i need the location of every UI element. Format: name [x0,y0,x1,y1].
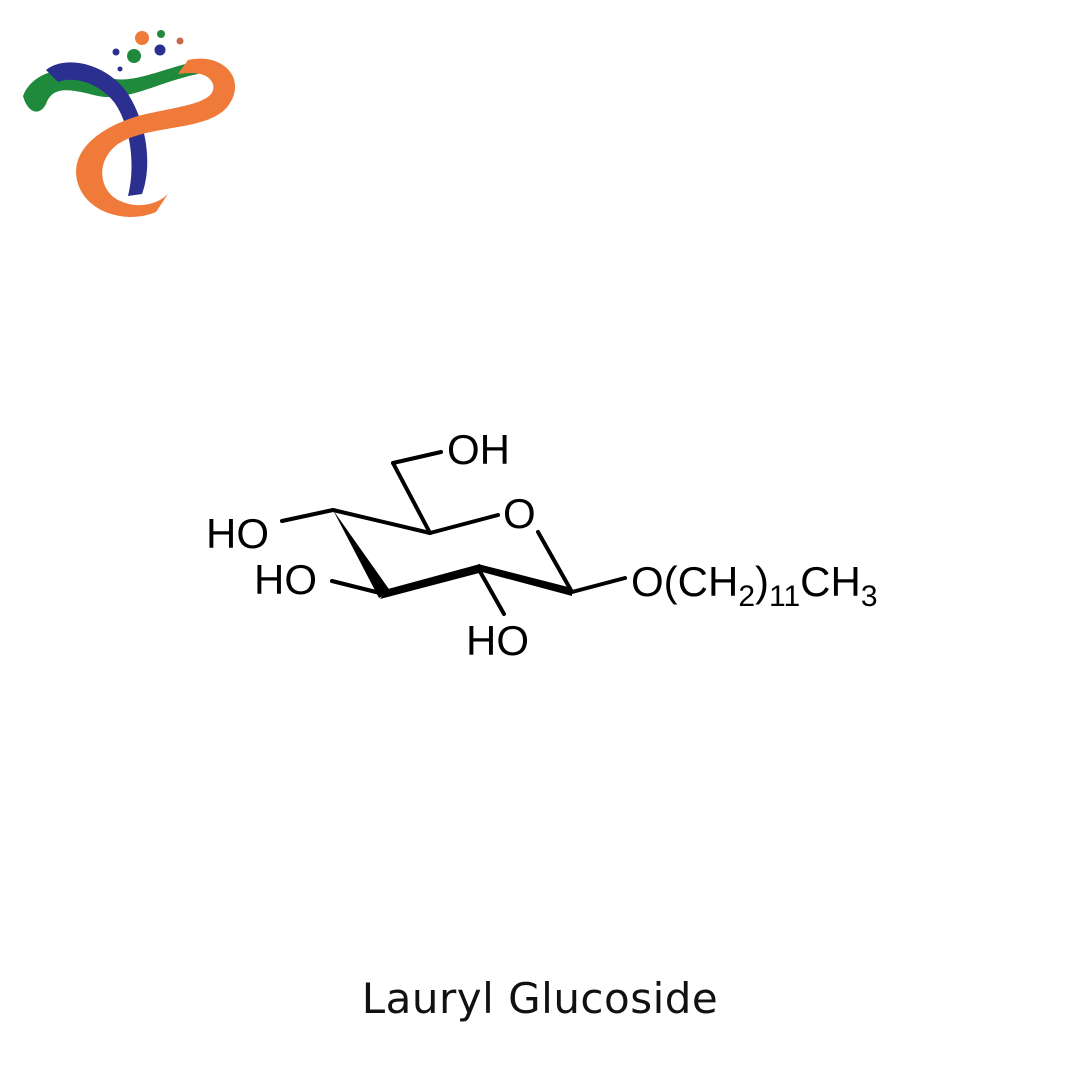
wedge-c4-c3 [333,510,391,598]
chain-ch: CH [800,558,861,605]
logo-dot [176,37,184,45]
label-ho-c3: HO [254,556,317,603]
chain-sub-2: 2 [738,580,755,613]
label-oh-top: OH [447,426,510,473]
label-ho-c4: HO [206,510,269,557]
bond-c5-ch2 [391,461,432,535]
bond-ho-c4 [280,508,335,523]
chain-sub-3: 3 [861,580,878,613]
bond-c2-oh [476,566,506,616]
logo-dot [117,66,123,72]
bond-c1-chain-o [570,576,627,594]
compound-name-caption: Lauryl Glucoside [361,974,719,1023]
bond-ho-c3 [330,579,382,595]
label-ring-o: O [503,490,536,537]
wedge-c2-c1 [478,564,572,596]
logo-orange-ribbon [76,58,236,217]
wedge-c3-c2 [380,564,483,599]
chain-o-ch: O(CH [631,558,738,605]
bond-c4-c5 [331,508,432,535]
bond-ch2-oh [391,450,443,465]
logo-dot [112,48,120,56]
bond-c5-ringo [428,513,500,535]
label-ho-c2: HO [466,617,529,664]
chain-paren: ) [755,558,769,605]
logo-dot [154,44,166,56]
chain-sub-11: 11 [769,580,800,613]
logo-blue-ribbon [46,62,148,196]
label-chain-formula: O(CH2)11CH3 [631,558,878,613]
bond-ringo-c1 [536,530,574,594]
logo-dot [127,49,141,63]
logo-dot [157,30,165,38]
logo-dot [135,31,149,45]
company-logo-icon [23,30,236,217]
